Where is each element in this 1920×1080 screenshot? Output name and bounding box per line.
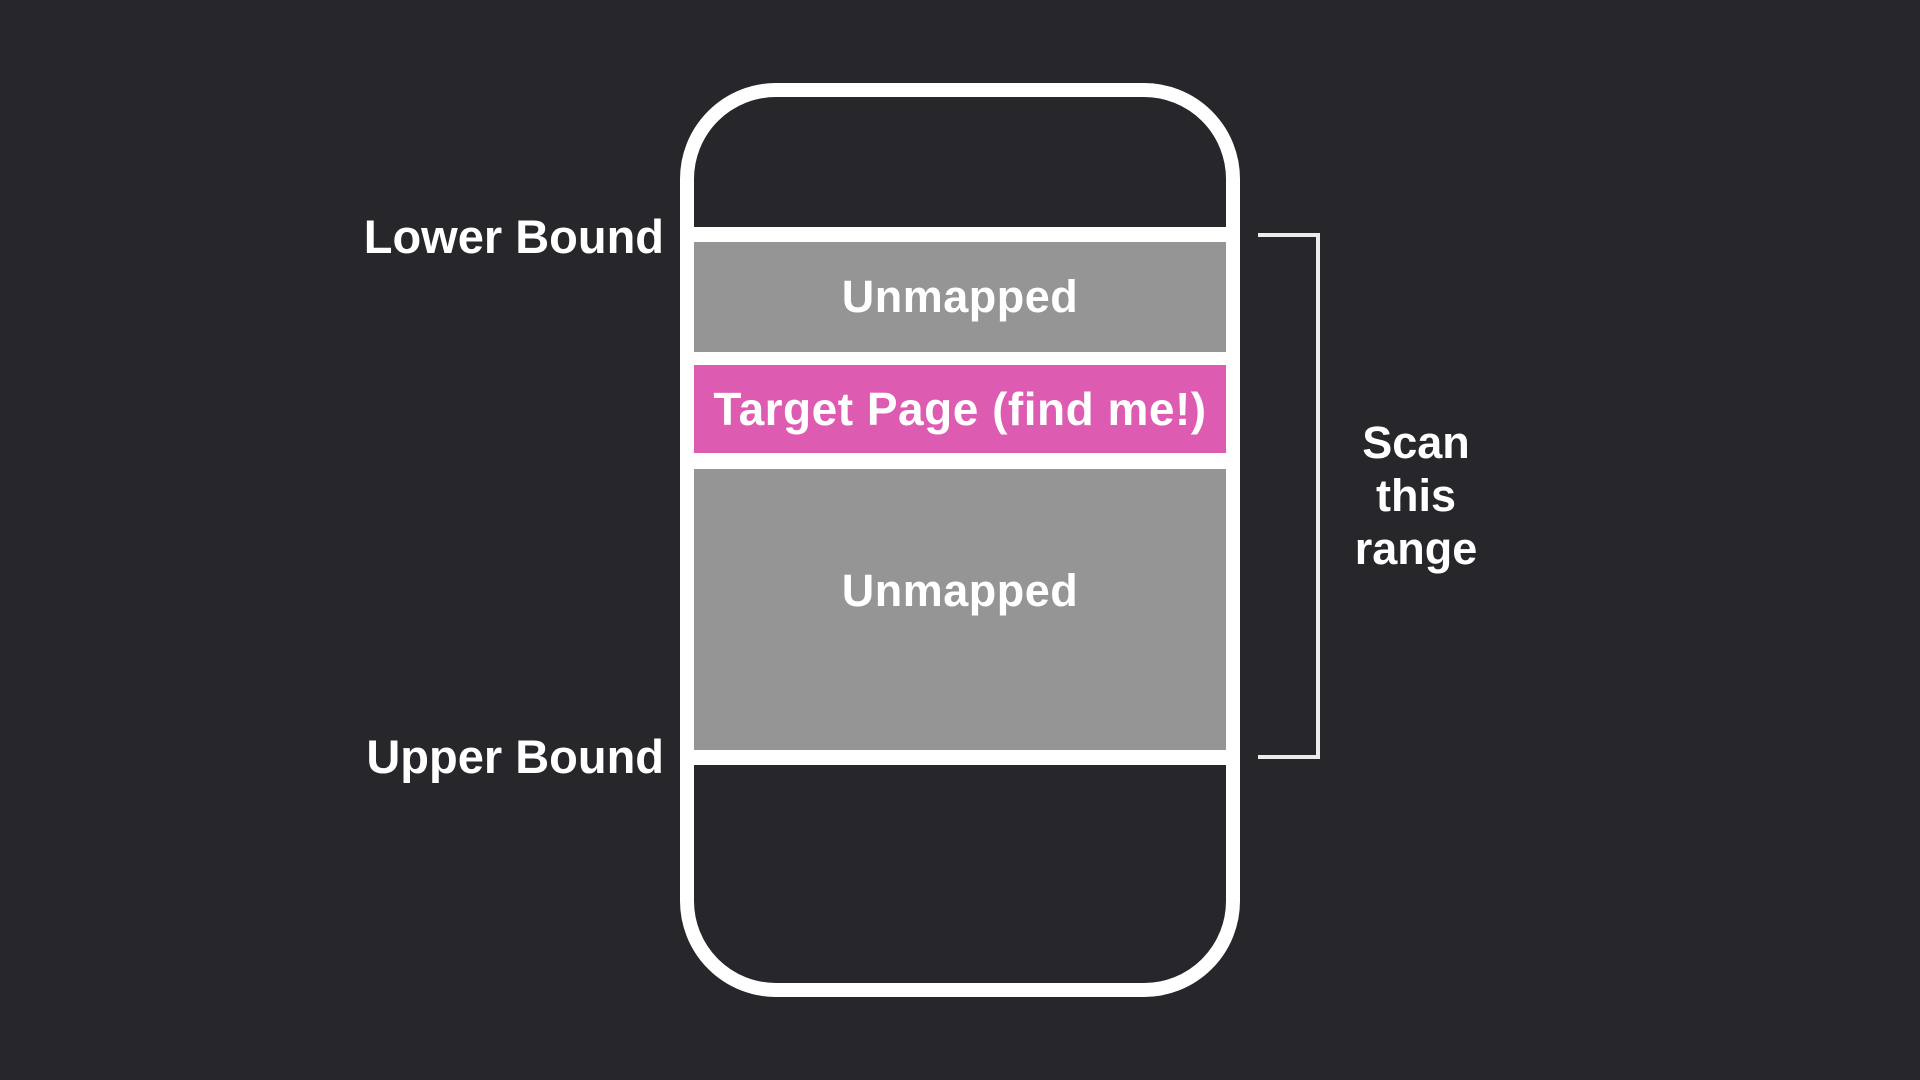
target-page-region-label: Target Page (find me!) [713,383,1207,435]
lower-bound-label: Lower Bound [363,210,664,263]
unmapped-region-top: Unmapped [694,242,1226,352]
scan-range-label-line1: Scan [1362,417,1470,468]
target-page-region: Target Page (find me!) [694,365,1226,453]
unmapped-region-top-label: Unmapped [841,271,1079,322]
upper-bound-label: Upper Bound [366,730,664,783]
scan-range-label-line3: range [1354,523,1478,574]
scan-range-strip: Unmapped Target Page (find me!) Unmapped [694,227,1226,765]
memory-space-outline: Unmapped Target Page (find me!) Unmapped [680,83,1240,997]
scan-range-bracket [1258,233,1320,759]
scan-range-label: Scan this range [1328,416,1504,575]
unmapped-region-bottom-label: Unmapped [841,565,1079,616]
lower-bound-line [694,227,1226,242]
unmapped-region-bottom: Unmapped [694,469,1226,750]
upper-bound-line [694,750,1226,765]
scan-range-label-line2: this [1375,470,1456,521]
